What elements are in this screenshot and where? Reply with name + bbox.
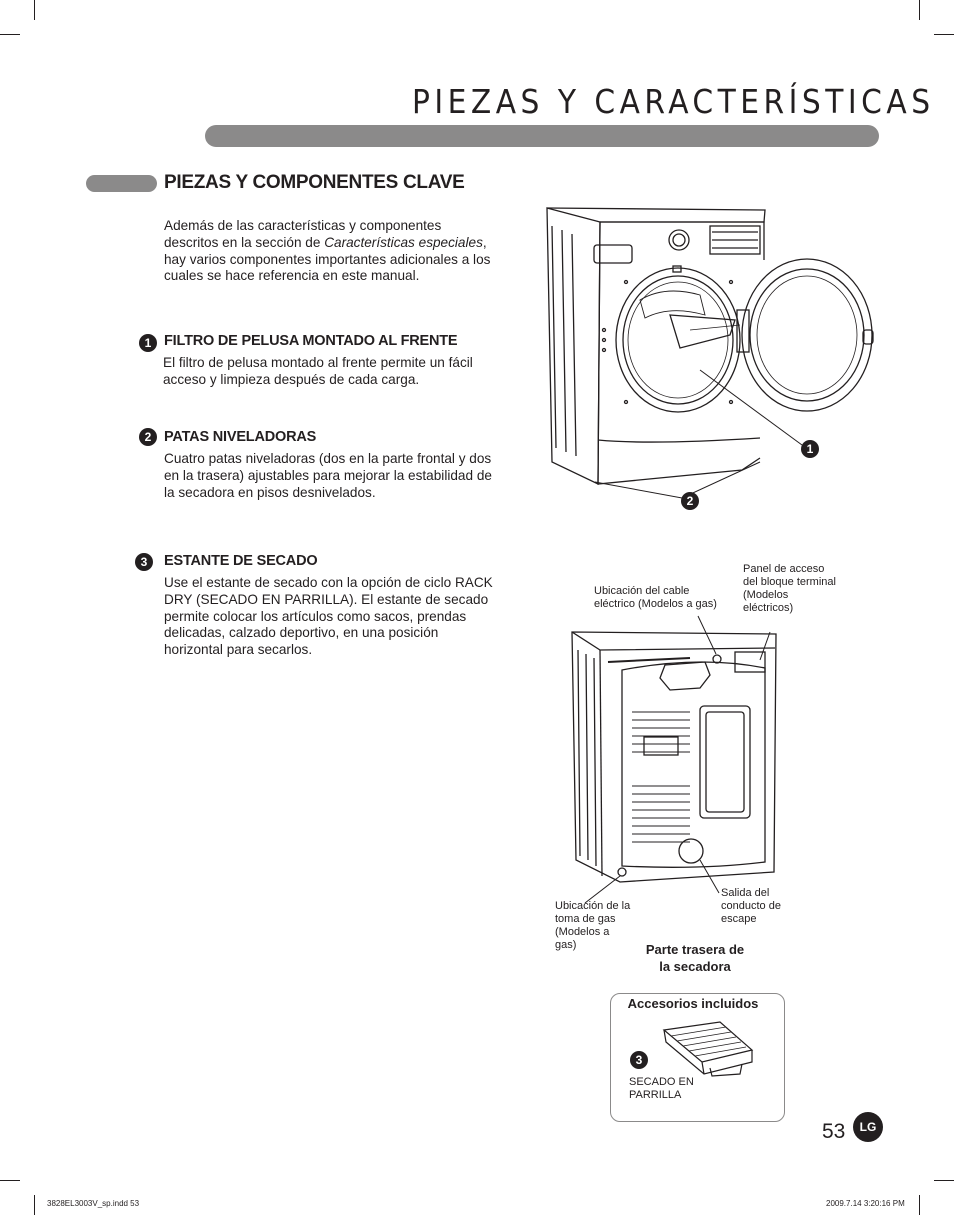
page-number: 53 — [822, 1120, 846, 1143]
label-gas-inlet: Ubicación de la toma de gas (Modelos a g… — [555, 900, 631, 951]
accessories-box — [610, 993, 785, 1122]
crop-mark — [0, 34, 20, 35]
lg-logo-text: LG — [859, 1120, 877, 1134]
rack-label: SECADO EN PARRILLA — [629, 1076, 694, 1101]
section-pill — [86, 175, 157, 192]
label-power-cord: Ubicación del cable eléctrico (Modelos a… — [594, 585, 717, 610]
section-heading: PIEZAS Y COMPONENTES CLAVE — [164, 172, 465, 193]
item-heading-leveling-legs: PATAS NIVELADORAS — [164, 429, 317, 445]
accessory-number-3: 3 — [630, 1051, 648, 1069]
crop-mark — [934, 1180, 954, 1181]
item-number-2: 2 — [139, 428, 157, 446]
item-number-3: 3 — [135, 553, 153, 571]
item-heading-lint-filter: FILTRO DE PELUSA MONTADO AL FRENTE — [164, 333, 458, 349]
lg-logo: LG — [853, 1112, 883, 1142]
label-exhaust: Salida del conducto de escape — [721, 887, 781, 925]
page-title: PIEZAS Y CARACTERÍSTICAS — [412, 82, 935, 121]
item-text-lint-filter: El filtro de pelusa montado al frente pe… — [163, 355, 473, 387]
item-number-1: 1 — [139, 334, 157, 352]
title-bar — [205, 125, 879, 147]
callout-2: 2 — [681, 492, 699, 510]
accessories-title: Accesorios incluidos — [627, 996, 759, 1011]
label-terminal-panel: Panel de acceso del bloque terminal (Mod… — [743, 563, 836, 614]
crop-mark — [34, 0, 35, 20]
item-text-leveling-legs: Cuatro patas niveladoras (dos en la part… — [164, 451, 492, 500]
footer-file: 3828EL3003V_sp.indd 53 — [47, 1199, 140, 1208]
callout-1: 1 — [801, 440, 819, 458]
intro-italic: Características especiales — [324, 234, 483, 250]
crop-mark — [919, 1195, 920, 1215]
crop-mark — [919, 0, 920, 20]
crop-mark — [34, 1195, 35, 1215]
item-heading-drying-rack: ESTANTE DE SECADO — [164, 553, 318, 569]
crop-mark — [0, 1180, 20, 1181]
crop-mark — [934, 34, 954, 35]
item-text-drying-rack: Use el estante de secado con la opción d… — [164, 575, 493, 658]
intro-paragraph: Además de las características y componen… — [164, 218, 491, 284]
footer-timestamp: 2009.7.14 3:20:16 PM — [826, 1199, 905, 1208]
rear-caption: Parte trasera de la secadora — [645, 942, 745, 974]
